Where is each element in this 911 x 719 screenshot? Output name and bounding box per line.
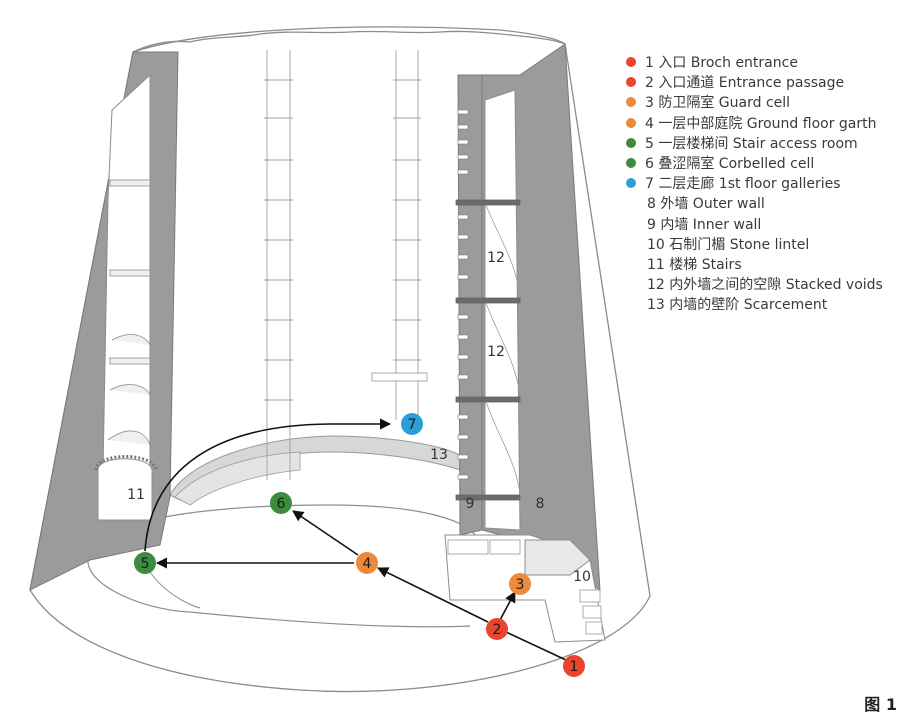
marker-7: 7 [401, 413, 423, 435]
figure-label: 图 1 [864, 695, 897, 714]
marker-5: 5 [134, 552, 156, 574]
ladder-left [264, 50, 293, 480]
broch-top-rim [132, 30, 566, 53]
legend-label: 4 一层中部庭院 Ground floor garth [645, 115, 877, 132]
svg-text:2: 2 [493, 622, 502, 638]
arrow-5-to-7 [144, 418, 392, 552]
stacked-voids [484, 89, 521, 531]
legend-item-9: 9 内墙 Inner wall [624, 214, 904, 234]
void-stairs [485, 204, 521, 494]
ladder-right [371, 50, 428, 420]
label-10: 10 [573, 569, 591, 585]
svg-text:6: 6 [277, 496, 286, 512]
legend-item-8: 8 外墙 Outer wall [624, 193, 904, 213]
label-12-upper: 12 [487, 250, 505, 266]
svg-text:7: 7 [408, 417, 417, 433]
legend-item-3: 3 防卫隔室 Guard cell [624, 92, 904, 112]
svg-text:1: 1 [570, 659, 579, 675]
marker-2: 2 [486, 618, 508, 640]
arrow-2-to-4 [376, 567, 489, 623]
marker-4: 4 [356, 552, 378, 574]
legend-dot [626, 158, 636, 169]
arrow-4-to-6 [292, 510, 359, 556]
arrow-1-to-2 [505, 631, 567, 661]
svg-text:5: 5 [141, 556, 150, 572]
legend-item-12: 12 内外墙之间的空隙 Stacked voids [624, 274, 904, 294]
legend-item-11: 11 楼梯 Stairs [624, 254, 904, 274]
legend-label: 2 入口通道 Entrance passage [645, 75, 845, 92]
inner-wall-tie-stones [457, 109, 469, 480]
legend-item-1: 1 入口 Broch entrance [624, 52, 904, 72]
svg-text:3: 3 [516, 577, 525, 593]
legend-label: 6 叠涩隔室 Corbelled cell [645, 156, 815, 173]
legend-item-5: 5 一层楼梯间 Stair access room [624, 133, 904, 153]
label-8: 8 [536, 496, 545, 512]
svg-text:4: 4 [363, 556, 372, 572]
stair-arch [97, 458, 153, 521]
garth-floor-edge [87, 547, 471, 628]
legend-item-6: 6 叠涩隔室 Corbelled cell [624, 153, 904, 173]
route-arrows [144, 418, 567, 661]
void-galleries [455, 199, 521, 501]
legend-label: 10 石制门楣 Stone lintel [647, 236, 810, 253]
label-12-lower: 12 [487, 344, 505, 360]
entrance-stones [447, 539, 603, 635]
legend-label: 9 内墙 Inner wall [647, 216, 762, 233]
legend: 1 入口 Broch entrance 2 入口通道 Entrance passa… [624, 52, 904, 314]
label-13: 13 [430, 447, 448, 463]
legend-item-4: 4 一层中部庭院 Ground floor garth [624, 113, 904, 133]
legend-dot [626, 57, 636, 68]
label-11: 11 [127, 487, 145, 503]
stair-arch-voussoirs [94, 455, 158, 471]
stone-lintel [524, 539, 591, 576]
legend-label: 11 楼梯 Stairs [647, 256, 742, 273]
legend-dot [626, 137, 636, 148]
garth-inner-curve [149, 571, 201, 609]
legend-item-10: 10 石制门楣 Stone lintel [624, 234, 904, 254]
legend-item-2: 2 入口通道 Entrance passage [624, 72, 904, 92]
legend-dot [626, 117, 636, 128]
gallery-shelf [174, 451, 301, 506]
legend-item-13: 13 内墙的壁阶 Scarcement [624, 294, 904, 314]
legend-label: 1 入口 Broch entrance [645, 55, 798, 72]
legend-dot [626, 178, 636, 189]
legend-label: 7 二层走廊 1st floor galleries [645, 176, 841, 193]
legend-label: 13 内墙的壁阶 Scarcement [647, 297, 828, 314]
left-stair-steps [107, 179, 151, 446]
legend-item-7: 7 二层走廊 1st floor galleries [624, 173, 904, 193]
label-9: 9 [466, 496, 475, 512]
legend-label: 12 内外墙之间的空隙 Stacked voids [647, 277, 883, 294]
marker-3: 3 [509, 573, 531, 595]
legend-label: 8 外墙 Outer wall [647, 196, 765, 213]
marker-1: 1 [563, 655, 585, 677]
legend-dot [626, 77, 636, 88]
legend-label: 3 防卫隔室 Guard cell [645, 95, 791, 112]
marker-6: 6 [270, 492, 292, 514]
arrow-2-to-3 [499, 591, 516, 621]
legend-dot [626, 97, 636, 108]
legend-label: 5 一层楼梯间 Stair access room [645, 135, 858, 152]
